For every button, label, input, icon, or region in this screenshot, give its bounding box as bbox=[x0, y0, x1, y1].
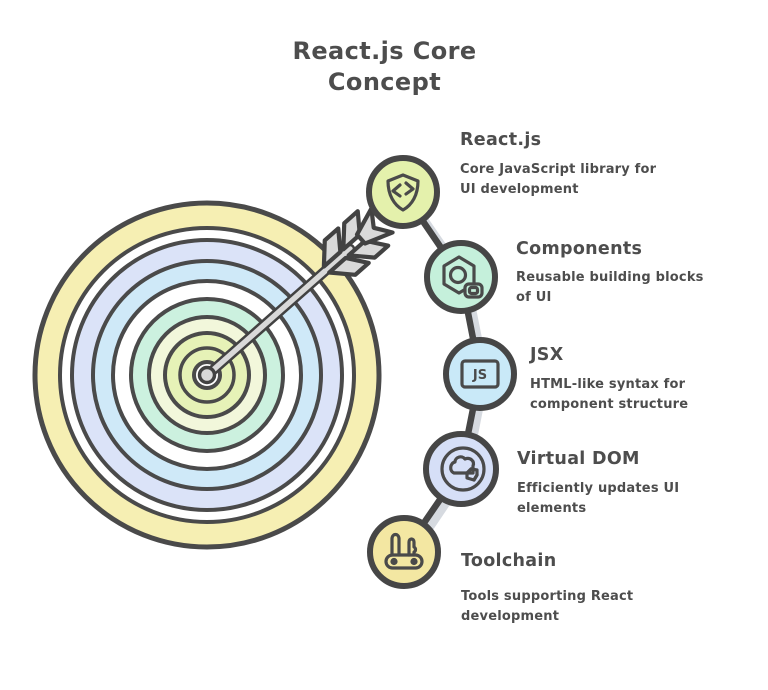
components-node bbox=[424, 240, 498, 314]
arrow-icon bbox=[197, 206, 395, 385]
js-badge-icon: JS bbox=[460, 359, 500, 389]
virtualdom-circle bbox=[423, 431, 499, 507]
hexagon-nut-icon bbox=[442, 255, 484, 299]
item-desc-toolchain: Tools supporting React development bbox=[461, 589, 634, 624]
arrow-fletching bbox=[321, 206, 395, 277]
reactjs-node bbox=[366, 155, 440, 229]
reactjs-circle bbox=[366, 155, 440, 229]
toolchain-node bbox=[367, 515, 441, 589]
shield-code-icon bbox=[386, 173, 420, 212]
item-title-toolchain: Toolchain bbox=[461, 551, 557, 571]
item-desc-jsx: HTML-like syntax for component structure bbox=[530, 377, 689, 412]
swiss-knife-icon bbox=[384, 532, 424, 570]
item-title-jsx: JSX bbox=[530, 345, 564, 365]
item-title-virtualdom: Virtual DOM bbox=[517, 449, 640, 469]
item-desc-components: Reusable building blocks of UI bbox=[516, 270, 704, 305]
item-title-components: Components bbox=[516, 239, 643, 259]
jsx-circle bbox=[443, 337, 517, 411]
jsx-node: JS bbox=[443, 337, 517, 411]
item-title-reactjs: React.js bbox=[460, 130, 542, 150]
item-desc-reactjs: Core JavaScript library for UI developme… bbox=[460, 162, 657, 197]
item-desc-virtualdom: Efficiently updates UI elements bbox=[517, 481, 680, 516]
toolchain-circle bbox=[367, 515, 441, 589]
page-title: React.js Core Concept bbox=[292, 37, 477, 96]
components-circle bbox=[424, 240, 498, 314]
cloud-dom-icon bbox=[440, 446, 486, 492]
arrow-tip-dot bbox=[197, 365, 217, 385]
virtualdom-node bbox=[423, 431, 499, 507]
js-badge-label: JS bbox=[472, 368, 487, 383]
